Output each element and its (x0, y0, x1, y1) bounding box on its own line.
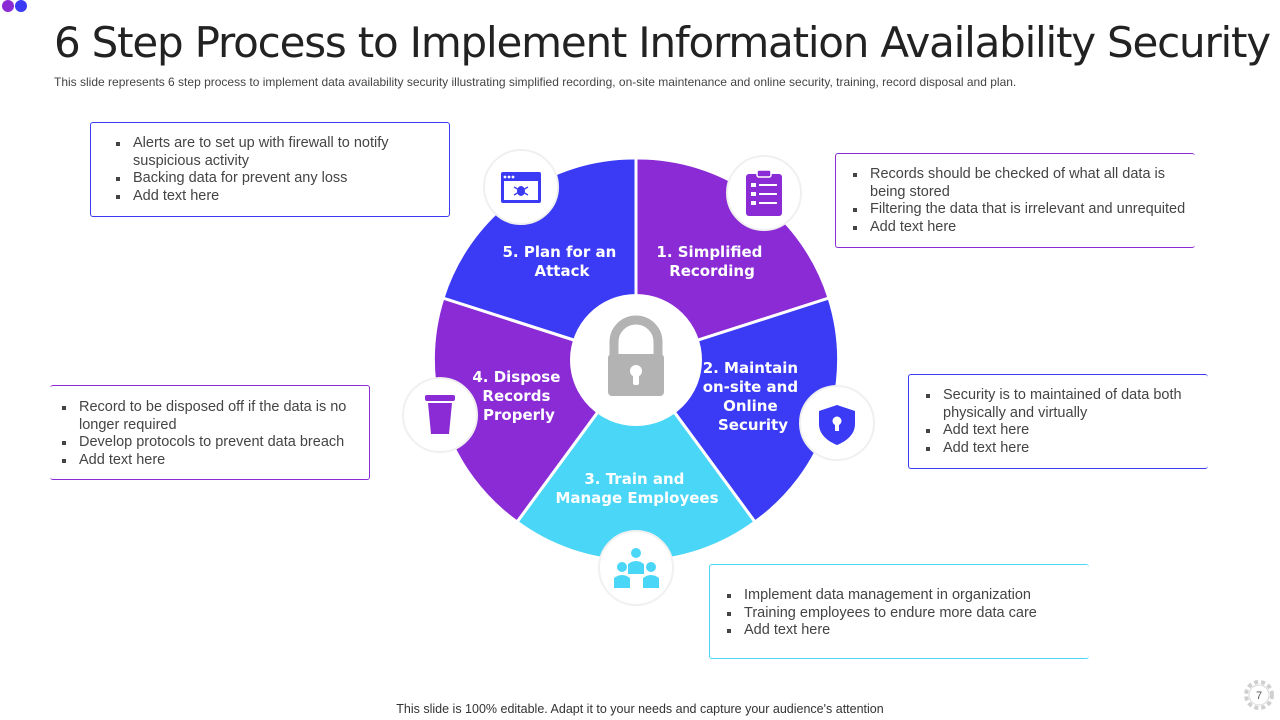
bullet: Security is to maintained of data both p… (926, 387, 1200, 422)
team-icon (614, 548, 659, 588)
bullet: Add text here (926, 440, 1200, 458)
bullet: Implement data management in organizatio… (727, 587, 1081, 605)
step-1-icon-badge (726, 155, 802, 231)
lock-icon (608, 315, 664, 396)
step-5-text-box: Alerts are to set up with firewall to no… (90, 122, 450, 217)
blue-dot (15, 0, 27, 12)
step-2-label: 2. Maintain on-site and Online Security (703, 359, 804, 434)
bullet: Add text here (926, 422, 1200, 440)
step-4-bullets: Record to be disposed off if the data is… (57, 399, 359, 469)
step-5-icon-badge (483, 149, 559, 225)
step-5-label: 5. Plan for an Attack (502, 243, 621, 280)
bullet: Add text here (62, 452, 359, 470)
bullet: Add text here (853, 219, 1187, 237)
purple-dot (2, 0, 14, 12)
step-2-text-box: Security is to maintained of data both p… (908, 374, 1208, 469)
step-3-label: 3. Train and Manage Employees (555, 470, 718, 507)
bullet: Alerts are to set up with firewall to no… (116, 135, 439, 170)
step-2-icon-badge (799, 385, 875, 461)
step-4-text-box: Record to be disposed off if the data is… (50, 385, 370, 480)
bullet: Records should be checked of what all da… (853, 166, 1187, 201)
gear-icon (1244, 680, 1274, 710)
page-title: 6 Step Process to Implement Information … (54, 18, 1271, 67)
bullet: Develop protocols to prevent data breach (62, 434, 359, 452)
bullet: Add text here (116, 188, 439, 206)
step-4-icon-badge (402, 377, 478, 453)
step-5-bullets: Alerts are to set up with firewall to no… (111, 135, 439, 205)
page-number: 7 (1256, 690, 1262, 702)
bullet: Filtering the data that is irrelevant an… (853, 201, 1186, 217)
step-1-label: 1. Simplified Recording (656, 243, 767, 280)
bullet: Add text here (727, 622, 1081, 640)
step-2-bullets: Security is to maintained of data both p… (921, 387, 1200, 457)
step-3-bullets: Implement data management in organizatio… (722, 587, 1081, 640)
step-1-text-box: Records should be checked of what all da… (835, 153, 1195, 248)
step-3-icon-badge (598, 530, 674, 606)
page-number-badge: 7 (1244, 680, 1274, 710)
step-4-label: 4. Dispose Records Properly (472, 368, 565, 424)
page-subtitle: This slide represents 6 step process to … (54, 75, 1017, 89)
bullet: Training employees to endure more data c… (727, 605, 1081, 623)
clipboard-icon (746, 169, 782, 216)
footer-note: This slide is 100% editable. Adapt it to… (396, 702, 884, 716)
trash-bin-icon (425, 395, 455, 434)
shield-lock-icon (819, 405, 855, 445)
bullet: Record to be disposed off if the data is… (62, 399, 359, 434)
step-3-text-box: Implement data management in organizatio… (709, 564, 1089, 659)
browser-bug-icon (501, 172, 541, 203)
bullet: Backing data for prevent any loss (116, 170, 439, 188)
step-1-bullets: Records should be checked of what all da… (848, 166, 1187, 236)
